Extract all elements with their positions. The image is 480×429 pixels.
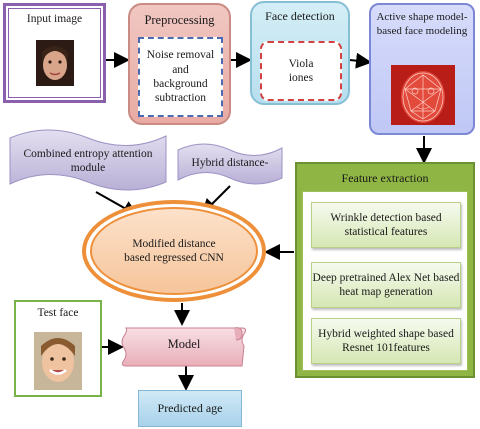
input-face-photo xyxy=(36,40,74,86)
active-shape-title: Active shape model-based face modeling xyxy=(376,11,468,37)
viola-jones-detail: Viola iones xyxy=(260,41,342,101)
feature-item-resnet: Hybrid weighted shape based Resnet 101fe… xyxy=(311,318,461,364)
predicted-age-label: Predicted age xyxy=(157,401,223,415)
feature-item-wrinkle: Wrinkle detection based statistical feat… xyxy=(311,202,461,248)
input-image-box: Input image xyxy=(3,3,106,103)
model-label: Model xyxy=(167,337,201,352)
test-face-box: Test face xyxy=(14,300,102,397)
model-scroll-shape xyxy=(121,327,247,367)
face-mesh-image xyxy=(391,65,455,125)
preprocessing-title: Preprocessing xyxy=(144,13,215,27)
modified-cnn-node: Modified distance based regressed CNN xyxy=(90,207,258,295)
test-face-label: Test face xyxy=(37,307,79,319)
active-shape-model-stage: Active shape model-based face modeling xyxy=(369,3,475,135)
input-image-label: Input image xyxy=(26,13,83,25)
predicted-age-node: Predicted age xyxy=(138,390,242,427)
hybrid-distance-label: Hybrid distance- xyxy=(191,156,269,169)
arrow-face-detection-to-asm xyxy=(349,52,372,69)
modified-cnn-label: Modified distance based regressed CNN xyxy=(124,237,224,264)
preprocessing-detail: Noise removal and background subtraction xyxy=(138,37,223,117)
combined-entropy-label: Combined entropy attention module xyxy=(23,147,153,174)
feature-item-alexnet: Deep pretrained Alex Net based heat map … xyxy=(311,262,461,308)
combined-entropy-wave-shape xyxy=(9,129,167,191)
feature-extraction-title: Feature extraction xyxy=(341,171,429,185)
hybrid-distance-wave-shape xyxy=(177,143,283,185)
face-detection-title: Face detection xyxy=(265,9,335,23)
test-face-photo xyxy=(34,332,82,390)
